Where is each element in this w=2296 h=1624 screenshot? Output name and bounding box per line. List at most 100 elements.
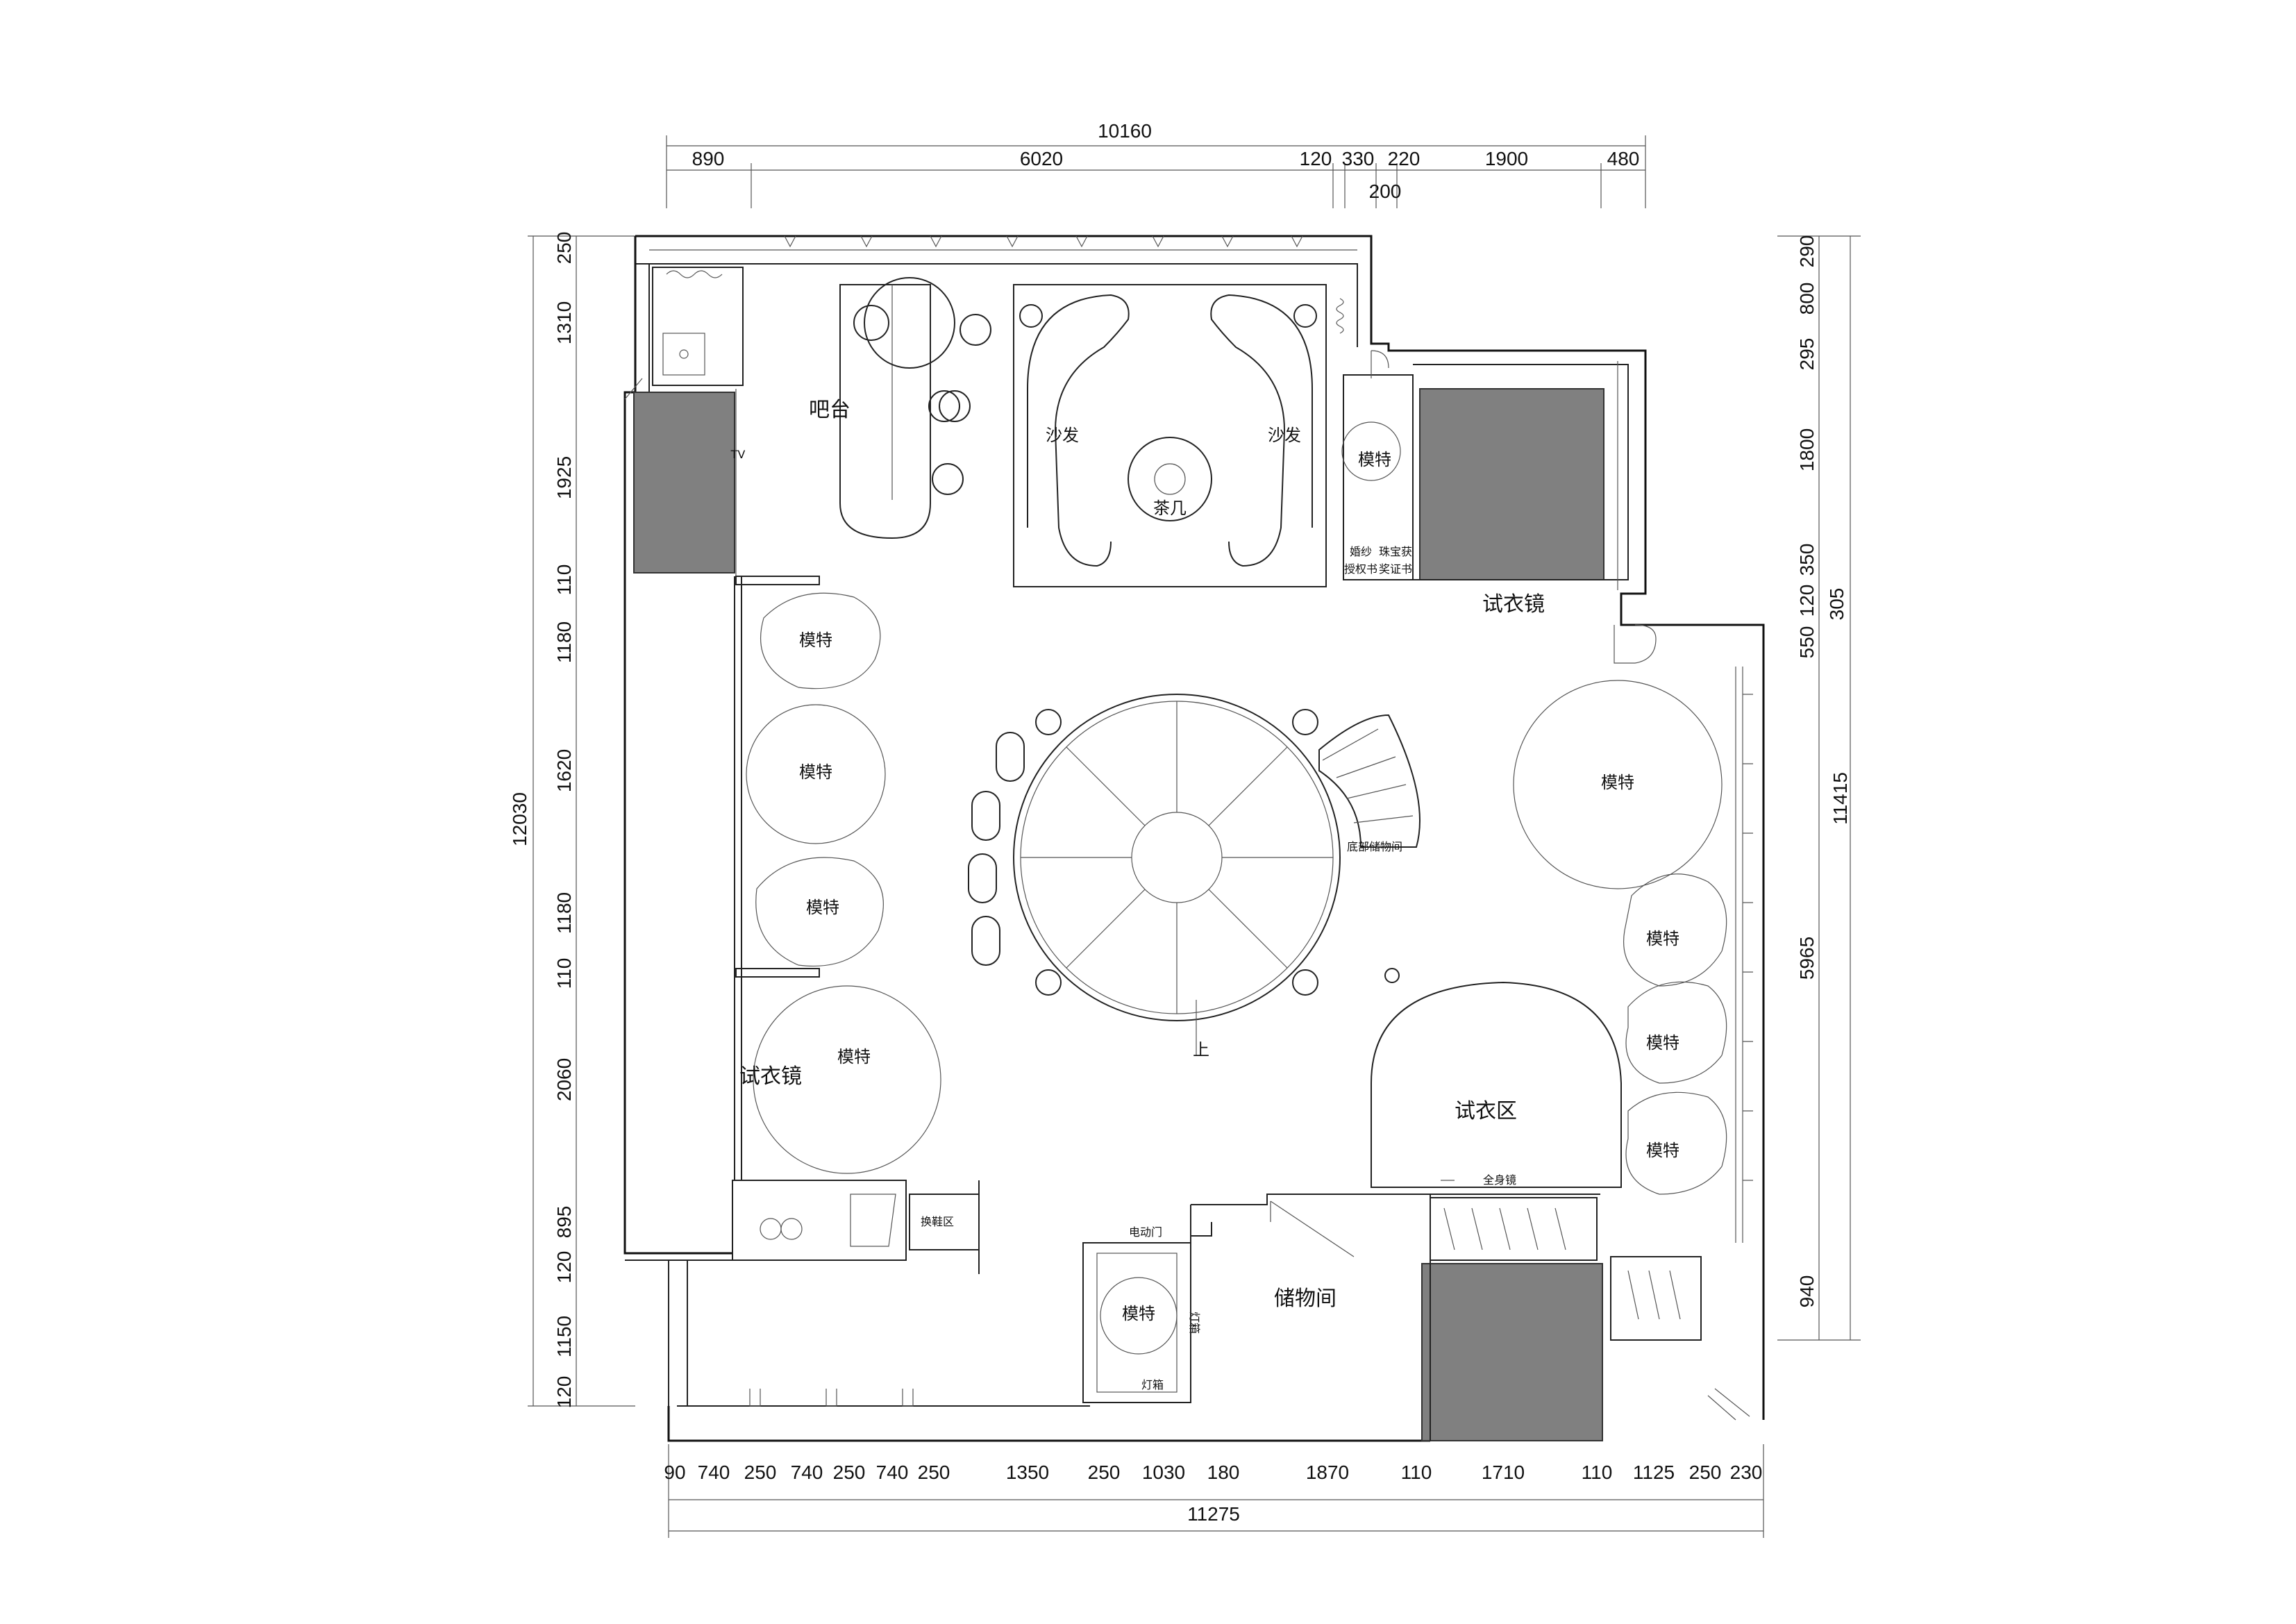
tv-label: TV bbox=[730, 448, 746, 461]
bottom-dim-13: 110 bbox=[1401, 1462, 1432, 1483]
left-cabinet-block bbox=[633, 392, 735, 574]
sink-area: TV bbox=[624, 267, 746, 580]
right-dim-8: 5965 bbox=[1796, 937, 1818, 980]
mannequin-label-3: 模特 bbox=[806, 898, 839, 917]
mannequin-label-4: 模特 bbox=[837, 1047, 871, 1066]
fitting-mirror-label-left: 试衣镜 bbox=[739, 1064, 802, 1089]
sofa-label-left: 沙发 bbox=[1046, 426, 1079, 445]
right-dim-4: 1800 bbox=[1796, 428, 1818, 471]
right-dim-6: 120 bbox=[1796, 585, 1818, 617]
left-dim-6: 1620 bbox=[553, 749, 575, 792]
bottom-dim-1: 90 bbox=[664, 1462, 685, 1483]
left-dim-7: 1180 bbox=[553, 892, 575, 934]
round-display: 底部储物间 上 bbox=[968, 694, 1421, 1060]
right-dim-7: 550 bbox=[1796, 626, 1818, 659]
top-wall-markers bbox=[784, 235, 1303, 248]
cert-right-line1: 珠宝获 bbox=[1379, 545, 1412, 558]
top-dimension-chain: 10160 890 6020 120 330 220 1900 480 200 bbox=[666, 120, 1646, 208]
cert-right-line2: 奖证书 bbox=[1379, 562, 1412, 576]
bottom-dim-6: 740 bbox=[876, 1462, 909, 1483]
right-dim-5: 350 bbox=[1796, 544, 1818, 576]
mannequin-label-2: 模特 bbox=[799, 762, 832, 782]
shoe-change-area: 换鞋区 bbox=[732, 1180, 980, 1407]
left-dim-2: 1310 bbox=[553, 301, 575, 344]
bottom-dim-18: 230 bbox=[1730, 1462, 1763, 1483]
cert-left-line2: 授权书 bbox=[1344, 562, 1377, 576]
sofa-area: 沙发 沙发 茶几 bbox=[1013, 284, 1327, 587]
left-total-dim: 12030 bbox=[509, 792, 530, 846]
storage-room: 储物间 bbox=[1190, 1194, 1431, 1441]
bottom-dim-12: 1870 bbox=[1306, 1462, 1349, 1483]
mannequin-label-7: 模特 bbox=[1646, 1033, 1679, 1053]
left-dim-9: 2060 bbox=[553, 1058, 575, 1101]
bottom-dim-5: 250 bbox=[833, 1462, 866, 1483]
bar-label: 吧台 bbox=[809, 398, 850, 422]
bar-area: 吧台 bbox=[809, 277, 991, 539]
light-box-label-bottom: 灯箱 bbox=[1141, 1378, 1164, 1391]
bottom-dim-7: 250 bbox=[918, 1462, 950, 1483]
left-dim-4: 110 bbox=[553, 564, 575, 596]
left-dimension-chain: 250 1310 1925 110 1180 1620 1180 110 206… bbox=[509, 232, 635, 1409]
left-dim-13: 120 bbox=[553, 1376, 575, 1409]
right-dim-9: 940 bbox=[1796, 1275, 1818, 1308]
bottom-dim-9: 250 bbox=[1088, 1462, 1121, 1483]
right-dim-1: 290 bbox=[1796, 235, 1818, 268]
mannequin-label-6: 模特 bbox=[1646, 929, 1679, 948]
up-label: 上 bbox=[1193, 1040, 1209, 1060]
top-dim-3: 120 bbox=[1300, 148, 1332, 169]
top-right-display-block bbox=[1419, 388, 1604, 580]
bottom-total-dim: 11275 bbox=[1187, 1503, 1240, 1525]
fitting-area-label: 试衣区 bbox=[1455, 1099, 1517, 1123]
bottom-dim-17: 250 bbox=[1689, 1462, 1722, 1483]
storage-room-label: 储物间 bbox=[1274, 1287, 1336, 1311]
bottom-dim-15: 110 bbox=[1582, 1462, 1613, 1483]
mannequin-label-5: 模特 bbox=[1601, 773, 1634, 792]
right-dim-2: 800 bbox=[1796, 283, 1818, 315]
top-sub-dim: 200 bbox=[1369, 181, 1402, 202]
top-right-room: 试衣镜 bbox=[1413, 361, 1657, 664]
top-dim-4: 330 bbox=[1342, 148, 1375, 169]
bottom-dim-16: 1125 bbox=[1633, 1462, 1675, 1483]
bottom-dim-11: 180 bbox=[1207, 1462, 1240, 1483]
bottom-right-marker bbox=[1707, 1388, 1750, 1421]
right-dim-3: 295 bbox=[1796, 338, 1818, 371]
cert-room-mannequin-label: 模特 bbox=[1358, 450, 1391, 469]
right-total-dim: 11415 bbox=[1829, 772, 1851, 825]
outer-walls bbox=[623, 235, 1765, 1442]
cert-left-line1: 婚纱 bbox=[1350, 545, 1372, 558]
top-total-dim: 10160 bbox=[1098, 120, 1152, 142]
top-dim-5: 220 bbox=[1388, 148, 1421, 169]
bottom-dimension-chain: 90 740 250 740 250 740 250 1350 250 1030… bbox=[664, 1444, 1764, 1538]
left-dim-5: 1180 bbox=[553, 621, 575, 663]
left-dim-11: 120 bbox=[553, 1251, 575, 1284]
bottom-dim-3: 250 bbox=[744, 1462, 777, 1483]
right-sub-dim: 305 bbox=[1826, 588, 1847, 621]
top-dim-6: 1900 bbox=[1485, 148, 1528, 169]
bottom-dim-4: 740 bbox=[791, 1462, 823, 1483]
mannequin-label-8: 模特 bbox=[1646, 1141, 1679, 1160]
bottom-dim-8: 1350 bbox=[1006, 1462, 1049, 1483]
fitting-mirror-label-top: 试衣镜 bbox=[1482, 592, 1545, 617]
stair-storage-label: 底部储物间 bbox=[1347, 840, 1402, 853]
left-dim-10: 895 bbox=[553, 1206, 575, 1239]
bottom-dim-10: 1030 bbox=[1142, 1462, 1185, 1483]
top-dim-7: 480 bbox=[1607, 148, 1640, 169]
bottom-dim-2: 740 bbox=[698, 1462, 730, 1483]
sofa-label-right: 沙发 bbox=[1268, 426, 1301, 445]
right-dimension-chain: 290 800 295 1800 350 120 550 5965 940 30… bbox=[1777, 235, 1861, 1341]
left-dim-12: 1150 bbox=[553, 1316, 575, 1357]
full-mirror-label: 全身镜 bbox=[1483, 1173, 1516, 1187]
mannequin-label-1: 模特 bbox=[799, 630, 832, 650]
light-box-label-side: 灯箱 bbox=[1188, 1312, 1201, 1334]
light-box-room: 模特 电动门 灯箱 灯箱 bbox=[1082, 1225, 1201, 1403]
bottom-display-block bbox=[1421, 1263, 1603, 1441]
right-mannequins: 模特 模特 模特 模特 bbox=[1513, 667, 1753, 1243]
left-mannequins: 模特 模特 模特 模特 试衣镜 bbox=[735, 576, 941, 1174]
left-dim-1: 250 bbox=[553, 232, 575, 265]
tea-table-label: 茶几 bbox=[1153, 499, 1187, 518]
auto-door-label: 电动门 bbox=[1129, 1225, 1162, 1239]
certificate-room: 模特 婚纱 授权书 珠宝获 奖证书 bbox=[1336, 298, 1414, 580]
light-room-mannequin-label: 模特 bbox=[1122, 1304, 1155, 1323]
bottom-dim-14: 1710 bbox=[1482, 1462, 1525, 1483]
